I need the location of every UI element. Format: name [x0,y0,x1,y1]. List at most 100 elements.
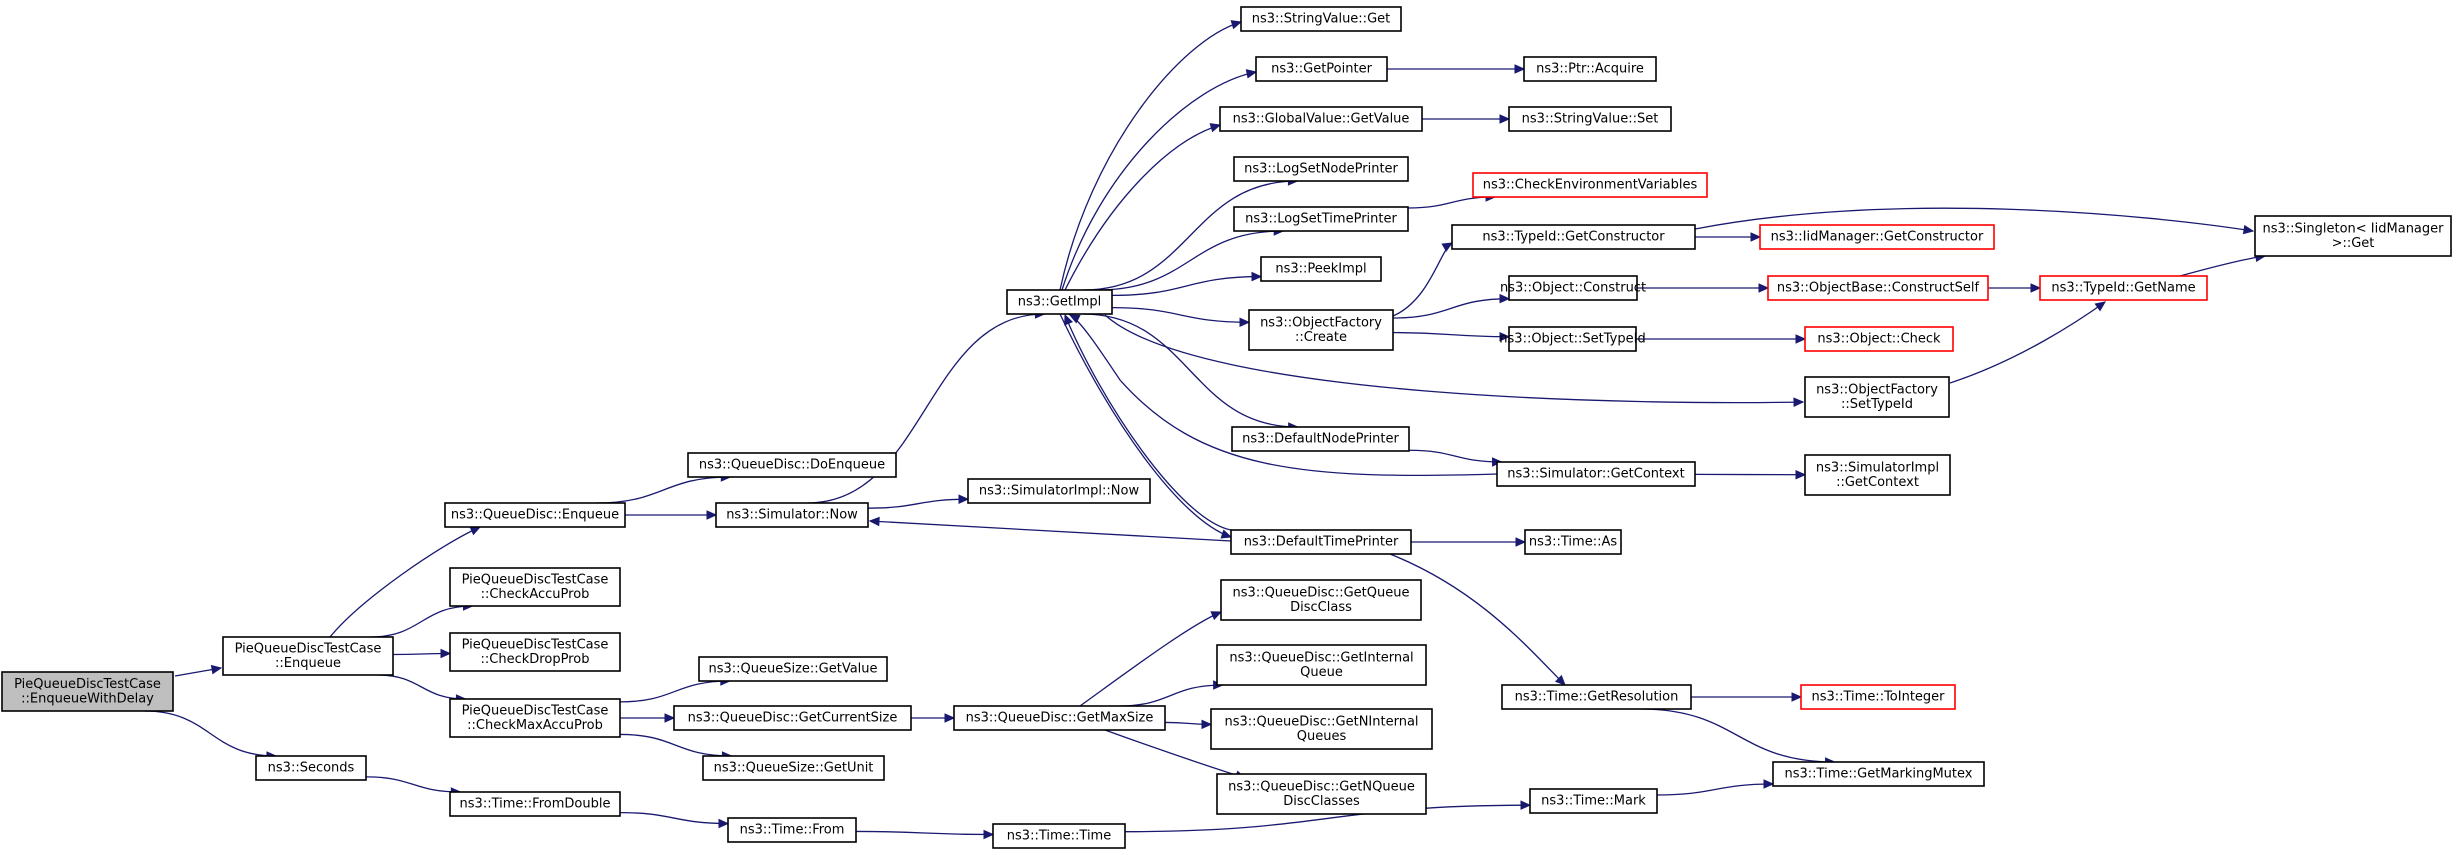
node-singleton_get-label-1: >::Get [2332,236,2375,251]
node-deftimeprinter-label-0: ns3::DefaultTimePrinter [1244,535,1399,550]
node-time_tointeger-label-0: ns3::Time::ToInteger [1811,690,1945,705]
edge-typeid_getname-to-singleton_get [2179,252,2267,277]
node-time_time[interactable]: ns3::Time::Time [992,823,1126,849]
node-time_as[interactable]: ns3::Time::As [1524,529,1622,555]
node-time_mark[interactable]: ns3::Time::Mark [1529,788,1658,814]
node-time_from-box [727,817,857,843]
edge-time_mark-to-time_getmarkmutex-line [1656,783,1774,796]
edge-check_max-to-qd_getcursize [620,713,676,723]
node-check_drop[interactable]: PieQueueDiscTestCase::CheckDropProb [449,632,621,672]
node-ob_constructself-label-0: ns3::ObjectBase::ConstructSelf [1777,281,1980,296]
edge-of_settypeid-to-typeid_getname-arrowhead [2094,301,2106,312]
edge-getimpl-to-of_create-line [1111,306,1250,323]
edge-ob_constructself-to-typeid_getname [1988,283,2042,293]
node-singleton_get[interactable]: ns3::Singleton< IidManager >::Get [2254,215,2452,257]
node-typeid_getname[interactable]: ns3::TypeId::GetName [2039,275,2208,301]
node-check_drop-label-0: PieQueueDiscTestCase [462,637,609,652]
node-of_settypeid-label-0: ns3::ObjectFactory [1816,382,1938,397]
edge-deftimeprinter-to-time_getres [1389,553,1566,686]
node-checkenv-label-0: ns3::CheckEnvironmentVariables [1483,178,1698,193]
node-of_create[interactable]: ns3::ObjectFactory::Create [1248,309,1394,351]
node-root-label-0: PieQueueDiscTestCase [14,677,161,692]
node-sim_getcontext[interactable]: ns3::Simulator::GetContext [1496,461,1696,487]
node-iid_getctor[interactable]: ns3::IidManager::GetConstructor [1759,224,1995,250]
node-logsettime[interactable]: ns3::LogSetTimePrinter [1233,206,1409,232]
node-peekimpl-box [1260,256,1382,282]
edge-time_getres-to-time_tointeger [1690,692,1803,702]
node-sv_set-box [1508,106,1672,132]
node-ptr_acquire[interactable]: ns3::Ptr::Acquire [1523,56,1657,82]
node-typeid_getctor[interactable]: ns3::TypeId::GetConstructor [1451,224,1696,250]
edge-of_create-to-typeid_getctor-line [1392,242,1453,317]
edge-deftimeprinter-to-getimpl-arrowhead [1064,313,1074,326]
node-check_max[interactable]: PieQueueDiscTestCase::CheckMaxAccuProb [449,698,621,738]
node-getpointer[interactable]: ns3::GetPointer [1255,56,1388,82]
node-obj_construct-box [1508,275,1638,301]
node-root-box [1,671,174,712]
node-ob_constructself[interactable]: ns3::ObjectBase::ConstructSelf [1767,275,1989,301]
node-of_settypeid-box [1804,376,1950,418]
node-pq_enqueue[interactable]: PieQueueDiscTestCase::Enqueue [222,636,394,676]
node-time_getmarkmutex[interactable]: ns3::Time::GetMarkingMutex [1772,761,1985,787]
edge-deftimeprinter-to-sim_now [868,516,1232,542]
node-gv_getvalue-box [1219,106,1423,132]
node-simimpl_getctx[interactable]: ns3::SimulatorImpl::GetContext [1804,454,1951,496]
node-obj_settypeid[interactable]: ns3::Object::SetTypeId [1499,326,1646,352]
edge-time_time-to-time_mark-arrowhead [1520,800,1532,810]
edge-obj_settypeid-to-obj_check [1636,334,1807,344]
node-defnodeprinter[interactable]: ns3::DefaultNodePrinter [1231,426,1410,452]
node-time_getres[interactable]: ns3::Time::GetResolution [1501,684,1692,710]
node-qd_doenqueue[interactable]: ns3::QueueDisc::DoEnqueue [687,452,897,478]
node-time_from[interactable]: ns3::Time::From [727,817,857,843]
node-qs_getunit[interactable]: ns3::QueueSize::GetUnit [702,755,885,781]
edge-root-to-seconds [144,710,278,761]
node-obj_check-label-0: ns3::Object::Check [1817,332,1941,347]
node-gv_getvalue[interactable]: ns3::GlobalValue::GetValue [1219,106,1423,132]
node-simimpl_now[interactable]: ns3::SimulatorImpl::Now [967,478,1151,504]
edge-obj_settypeid-to-obj_check-arrowhead [1795,334,1807,344]
node-time_mark-box [1529,788,1658,814]
node-getimpl-label-0: ns3::GetImpl [1018,295,1102,310]
node-getimpl[interactable]: ns3::GetImpl [1006,289,1113,315]
node-time_fromdouble[interactable]: ns3::Time::FromDouble [449,791,621,817]
node-sv_get[interactable]: ns3::StringValue::Get [1240,6,1402,32]
node-obj_construct[interactable]: ns3::Object::Construct [1500,275,1646,301]
node-checkenv[interactable]: ns3::CheckEnvironmentVariables [1472,172,1708,198]
node-check_max-box [449,698,621,738]
edge-qd_enqueue-to-qd_doenqueue-line [596,476,731,504]
edge-sim_now-to-simimpl_now-arrowhead [958,494,970,504]
node-sim_now[interactable]: ns3::Simulator::Now [715,502,869,528]
edge-of_create-to-typeid_getctor [1392,242,1454,317]
node-obj_check[interactable]: ns3::Object::Check [1804,326,1954,352]
edge-getpointer-to-ptr_acquire [1387,64,1526,74]
edge-pq_enqueue-to-check_drop [392,648,452,659]
node-time_tointeger-box [1800,684,1956,710]
edge-getimpl-to-gv_getvalue-line [1064,124,1221,291]
node-qd_getmaxsize[interactable]: ns3::QueueDisc::GetMaxSize [953,705,1166,731]
node-sv_set[interactable]: ns3::StringValue::Set [1508,106,1672,132]
node-check_drop-box [449,632,621,672]
node-qs_getvalue[interactable]: ns3::QueueSize::GetValue [698,656,888,682]
node-of_settypeid[interactable]: ns3::ObjectFactory::SetTypeId [1804,376,1950,418]
node-check_accu[interactable]: PieQueueDiscTestCase::CheckAccuProb [449,567,621,607]
node-qs_getvalue-box [698,656,888,682]
node-logsetnode[interactable]: ns3::LogSetNodePrinter [1233,156,1409,182]
edge-qd_enqueue-to-sim_now-arrowhead [706,510,718,520]
edge-time_fromdouble-to-time_from [619,811,730,829]
node-peekimpl[interactable]: ns3::PeekImpl [1260,256,1382,282]
node-sv_set-label-0: ns3::StringValue::Set [1522,112,1659,127]
edge-qd_getmaxsize-to-qd_getninternal [1164,719,1213,730]
node-root[interactable]: PieQueueDiscTestCase::EnqueueWithDelay [1,671,174,712]
node-deftimeprinter[interactable]: ns3::DefaultTimePrinter [1230,529,1412,555]
node-time_tointeger[interactable]: ns3::Time::ToInteger [1800,684,1956,710]
edge-qd_enqueue-to-sim_now [625,510,718,520]
node-qd_getcursize[interactable]: ns3::QueueDisc::GetCurrentSize [673,705,912,731]
edge-of_create-to-obj_construct [1392,293,1511,319]
node-seconds[interactable]: ns3::Seconds [255,755,367,781]
node-qd_enqueue[interactable]: ns3::QueueDisc::Enqueue [444,502,626,528]
